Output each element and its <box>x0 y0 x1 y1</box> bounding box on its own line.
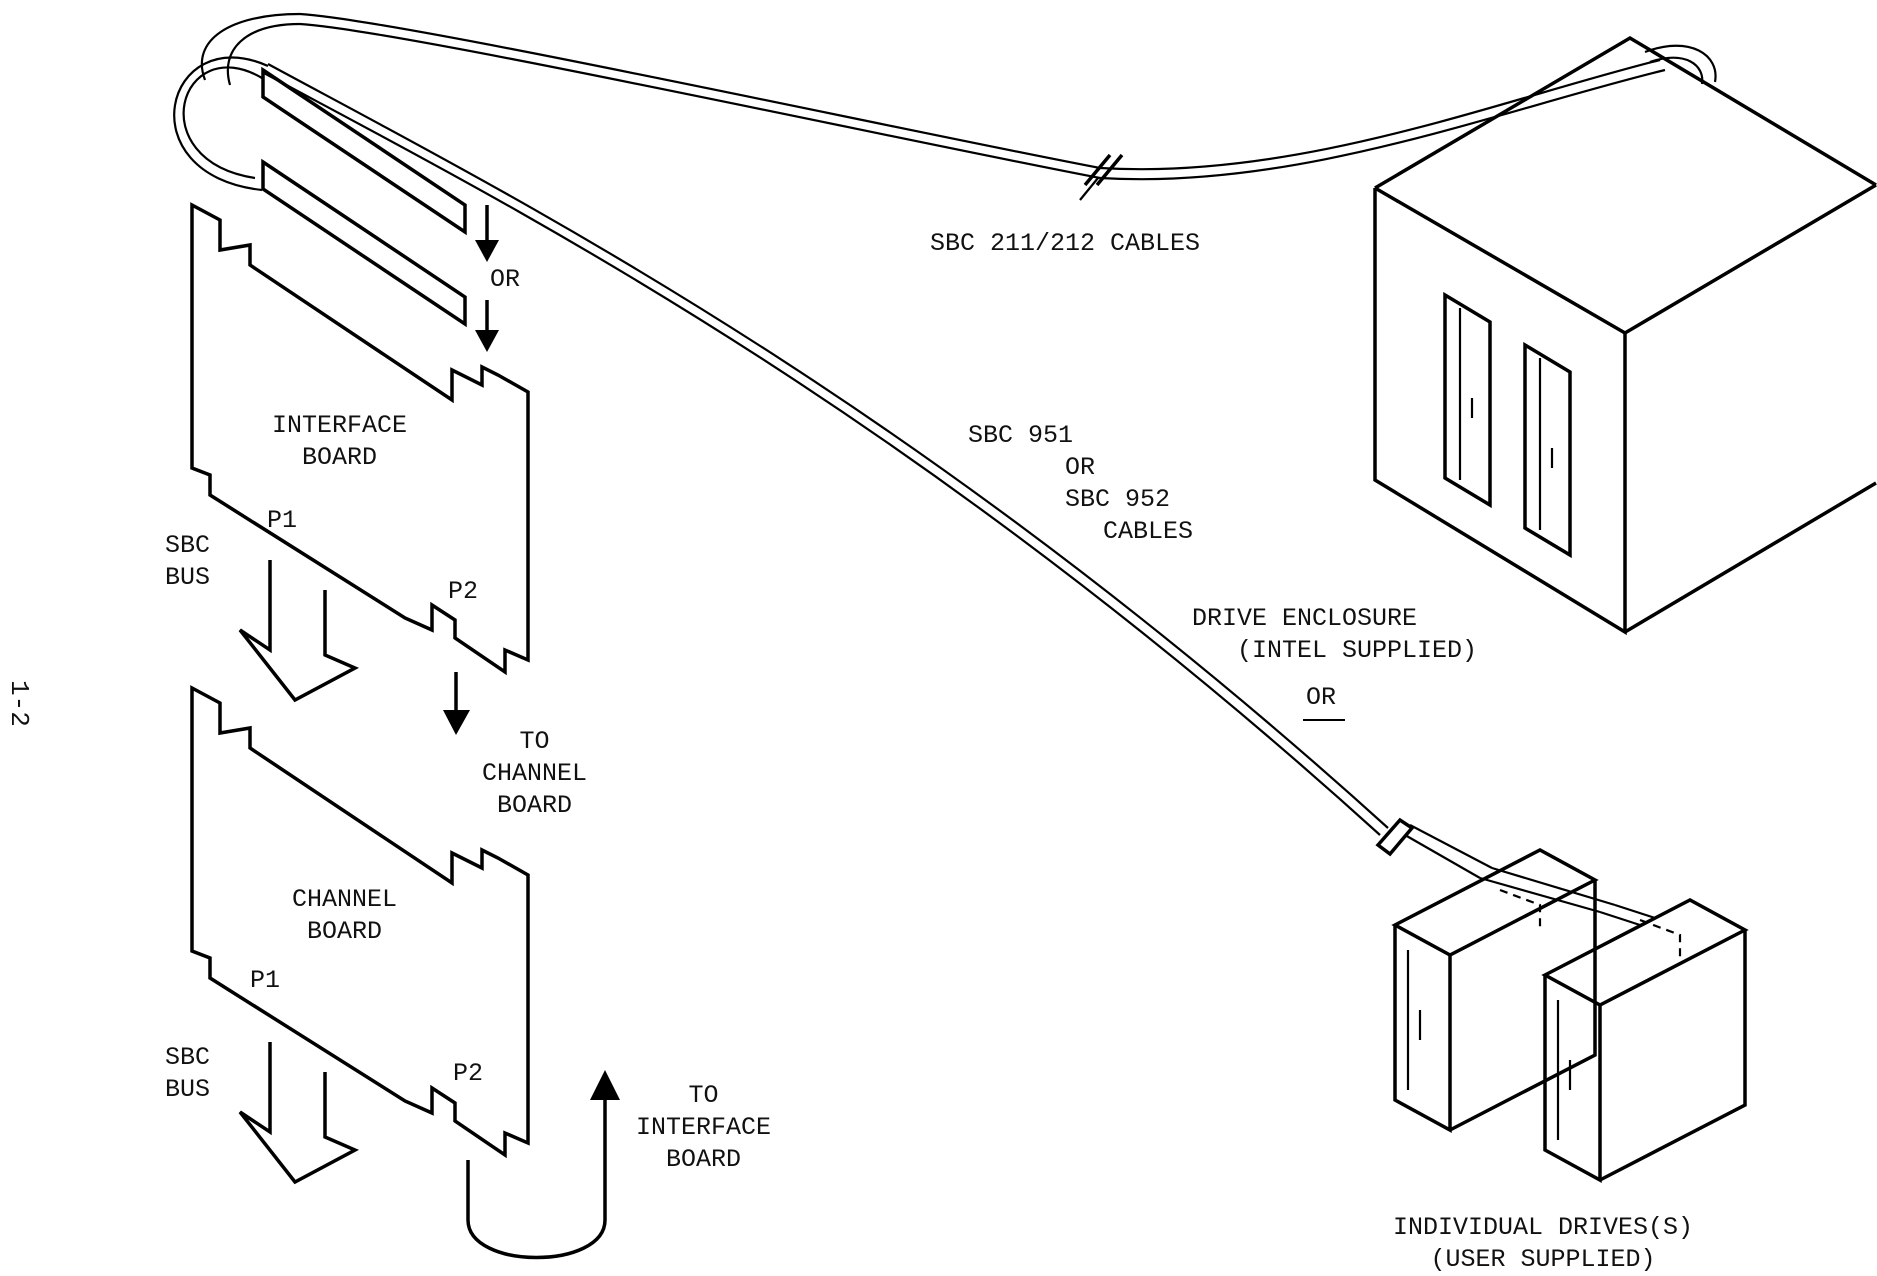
sbc-951-label: SBC 951 <box>968 421 1074 450</box>
sbc-952-label: SBC 952 <box>1065 485 1171 514</box>
to-interface-board-arrow <box>466 1070 620 1260</box>
sbc-bus-arrow-1 <box>238 560 360 703</box>
sbc-cables-label: CABLES <box>1103 517 1194 546</box>
sbc-211-212-cables-label: SBC 211/212 CABLES <box>930 229 1201 258</box>
sbc-211-212-cable <box>173 12 1717 201</box>
sbc-or-label: OR <box>1065 453 1096 482</box>
sbc-bus-arrow-2 <box>238 1042 360 1185</box>
channel-board-label: CHANNEL BOARD <box>292 885 398 946</box>
to-channel-board-arrow <box>443 672 470 735</box>
channel-board <box>190 685 530 1159</box>
or-between-label: OR <box>1306 683 1337 712</box>
interface-board <box>190 202 530 676</box>
individual-drives-label: INDIVIDUAL DRIVES(S) (USER SUPPLIED) <box>1393 1213 1694 1274</box>
p2-interface-label: P2 <box>448 577 479 606</box>
sbc-bus-label-2: SBC BUS <box>165 1043 211 1104</box>
drive-enclosure <box>1373 35 1877 636</box>
drive-enclosure-label: DRIVE ENCLOSURE (INTEL SUPPLIED) <box>1192 604 1478 665</box>
to-channel-board-label: TO CHANNEL BOARD <box>482 727 588 820</box>
sbc-bus-label-1: SBC BUS <box>165 531 211 592</box>
page-number: 1-2 <box>4 680 34 727</box>
p1-channel-label: P1 <box>250 966 281 995</box>
individual-drives <box>1391 848 1749 1183</box>
p1-interface-label: P1 <box>267 506 298 535</box>
or-connectors-label: OR <box>490 265 521 294</box>
interface-board-label: INTERFACE BOARD <box>272 411 408 472</box>
to-interface-board-label: TO INTERFACE BOARD <box>636 1081 772 1174</box>
p2-channel-label: P2 <box>453 1059 484 1088</box>
connector-arrows <box>475 205 499 352</box>
sbc-951-952-cable <box>261 63 1656 927</box>
connector-strips <box>261 66 467 328</box>
